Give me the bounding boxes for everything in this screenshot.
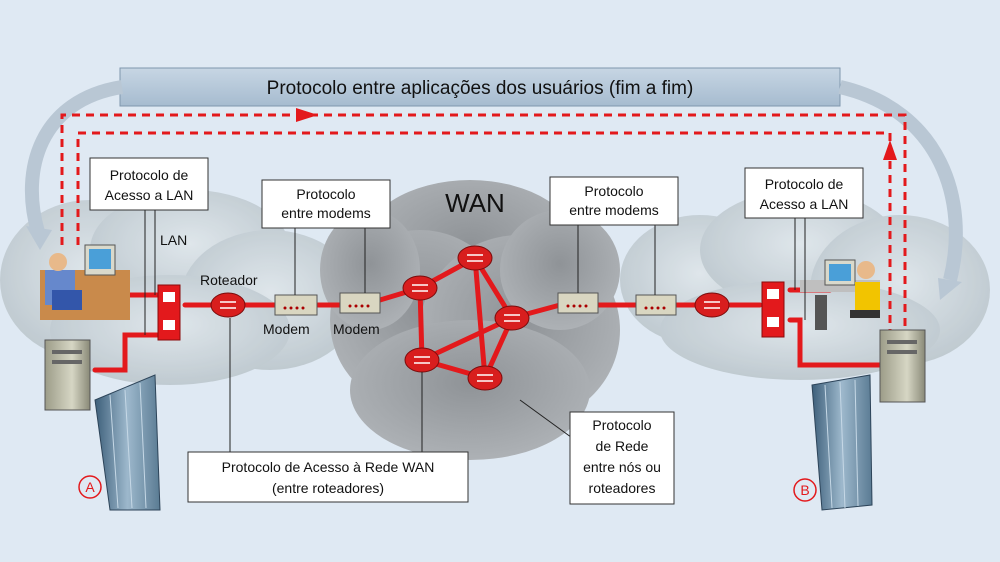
router-wan-3 <box>494 305 530 331</box>
right-building <box>811 374 873 511</box>
lan-access-right-line2: Acesso a LAN <box>760 196 849 212</box>
router-left <box>210 292 246 318</box>
lan-access-right-line1: Protocolo de <box>765 176 844 192</box>
modem-b-label: Modem <box>333 321 380 337</box>
label-modem-protocol-right: Protocolo entre modems <box>549 176 679 226</box>
network-protocol-line2: de Rede <box>596 438 649 454</box>
modem-left-2 <box>339 292 381 314</box>
modem-protocol-right-line1: Protocolo <box>584 183 643 199</box>
end-to-end-banner: Protocolo entre aplicações dos usuários … <box>119 67 841 107</box>
right-curved-arrow <box>838 80 963 282</box>
modem-a-label: Modem <box>263 321 310 337</box>
dashed-arrowhead-right <box>296 108 318 122</box>
left-lan-hub <box>157 284 181 341</box>
banner-text: Protocolo entre aplicações dos usuários … <box>267 78 694 99</box>
routers <box>210 245 730 391</box>
site-a-label: A <box>85 479 95 495</box>
router-wan-5 <box>467 365 503 391</box>
left-building <box>94 374 161 511</box>
router-right <box>694 292 730 318</box>
modem-left-1 <box>274 294 318 316</box>
left-curved-arrow <box>24 80 124 234</box>
lan-access-left-line2: Acesso a LAN <box>105 187 194 203</box>
label-network-protocol: Protocolo de Rede entre nós ou roteadore… <box>569 411 675 505</box>
modem-protocol-right-line2: entre modems <box>569 202 658 218</box>
router-wan-2 <box>457 245 493 271</box>
end-to-end-dashed-path <box>60 113 907 330</box>
left-curved-arrowhead <box>26 226 52 250</box>
label-modem-protocol-left: Protocolo entre modems <box>261 179 391 229</box>
left-user-workstation <box>40 244 130 320</box>
network-protocol-line1: Protocolo <box>592 417 651 433</box>
network-protocol-line4: roteadores <box>589 480 656 496</box>
right-lan-hub <box>761 281 785 338</box>
label-lan-access-right: Protocolo de Acesso a LAN <box>744 167 864 219</box>
right-curved-arrowhead <box>938 278 962 300</box>
leader-lines <box>144 210 806 452</box>
modem-right-1 <box>557 292 599 314</box>
wan-title: WAN <box>445 188 505 218</box>
lan-access-left-line1: Protocolo de <box>110 167 189 183</box>
label-lan-access-left: Protocolo de Acesso a LAN <box>89 157 209 211</box>
site-b-label: B <box>800 482 809 498</box>
dashed-arrowhead-up <box>883 140 897 160</box>
router-label: Roteador <box>200 272 258 288</box>
site-a-marker: A <box>78 475 102 499</box>
right-server <box>879 329 926 403</box>
modem-protocol-left-line2: entre modems <box>281 205 370 221</box>
wan-access-line1: Protocolo de Acesso à Rede WAN <box>222 459 435 475</box>
network-protocol-line3: entre nós ou <box>583 459 661 475</box>
label-wan-access: Protocolo de Acesso à Rede WAN (entre ro… <box>187 451 469 503</box>
lan-label: LAN <box>160 232 187 248</box>
wan-access-line2: (entre roteadores) <box>272 480 384 496</box>
router-wan-1 <box>402 275 438 301</box>
modem-right-2 <box>635 294 677 316</box>
right-user-workstation <box>800 259 880 330</box>
site-b-marker: B <box>793 478 817 502</box>
left-server <box>44 339 91 411</box>
router-wan-4 <box>404 347 440 373</box>
modem-protocol-left-line1: Protocolo <box>296 186 355 202</box>
